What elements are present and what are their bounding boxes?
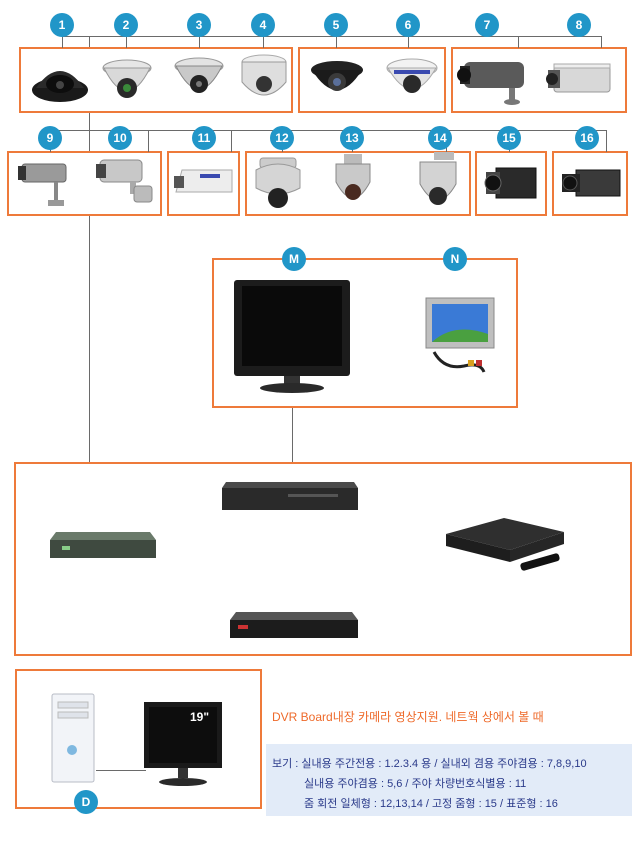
- camera-badge-1: 1: [50, 13, 74, 37]
- drop-5: [336, 36, 337, 48]
- camera-badge-13: 13: [340, 126, 364, 150]
- pc-monitor-icon: [144, 702, 222, 786]
- camera-badge-15: 15: [497, 126, 521, 150]
- bus-line-row2: [50, 130, 606, 131]
- camera-badge-10: 10: [108, 126, 132, 150]
- camera-badge-11: 11: [192, 126, 216, 150]
- drop-1: [62, 36, 63, 48]
- diagram-caption: DVR Board내장 카메라 영상지원. 네트웍 상에서 볼 때: [272, 710, 544, 724]
- drop-16: [606, 130, 607, 152]
- camera-badge-8: 8: [567, 13, 591, 37]
- monitor-badge-m: M: [282, 247, 306, 271]
- slim-dvr-icon: [230, 612, 358, 638]
- drop-2: [126, 36, 127, 48]
- set-top-dvr-icon: [446, 518, 564, 571]
- camera-badge-2: 2: [114, 13, 138, 37]
- camera-badge-6: 6: [396, 13, 420, 37]
- speed-dome-icon-13: [335, 154, 371, 200]
- camera-badge-14: 14: [428, 126, 452, 150]
- drop-3: [199, 36, 200, 48]
- pc-badge-d: D: [74, 790, 98, 814]
- bullet-camera-icon-9: [18, 163, 67, 206]
- bullet-camera-icon-7: [457, 62, 524, 105]
- bullet-camera-icon-10: [96, 159, 153, 203]
- dome-camera-icon-6: [386, 58, 438, 93]
- pc-to-monitor-line: [96, 770, 146, 771]
- dome-camera-icon-5: [311, 61, 363, 91]
- camera-badge-9: 9: [38, 126, 62, 150]
- bullet-camera-icon-11: [174, 169, 233, 193]
- dome-camera-icon-3: [174, 57, 224, 93]
- drop-7: [518, 36, 519, 48]
- legend-line-2: 실내용 주야겸용 : 5,6 / 주야 차량번호식별용 : 11: [304, 778, 527, 790]
- monitor-size-label: 19": [190, 710, 210, 724]
- bullet-camera-icon-8: [546, 63, 611, 93]
- desktop-dvr-icon: [50, 532, 156, 558]
- camera-badge-4: 4: [251, 13, 275, 37]
- trunk-line: [89, 36, 90, 469]
- camera-badge-12: 12: [270, 126, 294, 150]
- box-camera-icon-15: [484, 167, 537, 199]
- monitor-badge-n: N: [443, 247, 467, 271]
- drop-11: [231, 130, 232, 152]
- speed-dome-icon-12: [255, 157, 301, 208]
- camera-badge-7: 7: [475, 13, 499, 37]
- rack-dvr-icon: [222, 482, 358, 510]
- legend-line-3: 줌 회전 일체형 : 12,13,14 / 고정 줌형 : 15 / 표준형 :…: [304, 798, 558, 810]
- camera-badge-3: 3: [187, 13, 211, 37]
- drop-4: [263, 36, 264, 48]
- drop-10: [148, 130, 149, 152]
- legend-line-1: 보기 : 실내용 주간전용 : 1.2.3.4 용 / 실내외 겸용 주야겸용 …: [272, 758, 587, 770]
- speed-dome-icon-14: [419, 152, 457, 205]
- monitor-to-dvr: [292, 390, 293, 468]
- legend-panel: 보기 : 실내용 주간전용 : 1.2.3.4 용 / 실내외 겸용 주야겸용 …: [266, 744, 632, 816]
- dome-camera-icon-4: [241, 54, 287, 96]
- drop-8: [601, 36, 602, 48]
- box-camera-icon-16: [562, 169, 621, 197]
- dome-camera-icon-2: [102, 59, 152, 98]
- lcd-monitor-icon: [234, 280, 350, 393]
- camera-badge-5: 5: [324, 13, 348, 37]
- mini-lcd-monitor-icon: [425, 297, 495, 373]
- pc-tower-icon: [51, 693, 95, 783]
- camera-badge-16: 16: [575, 126, 599, 150]
- camera-group-bullet-9-10: [7, 151, 162, 216]
- dome-camera-icon-1: [32, 71, 88, 102]
- drop-6: [408, 36, 409, 48]
